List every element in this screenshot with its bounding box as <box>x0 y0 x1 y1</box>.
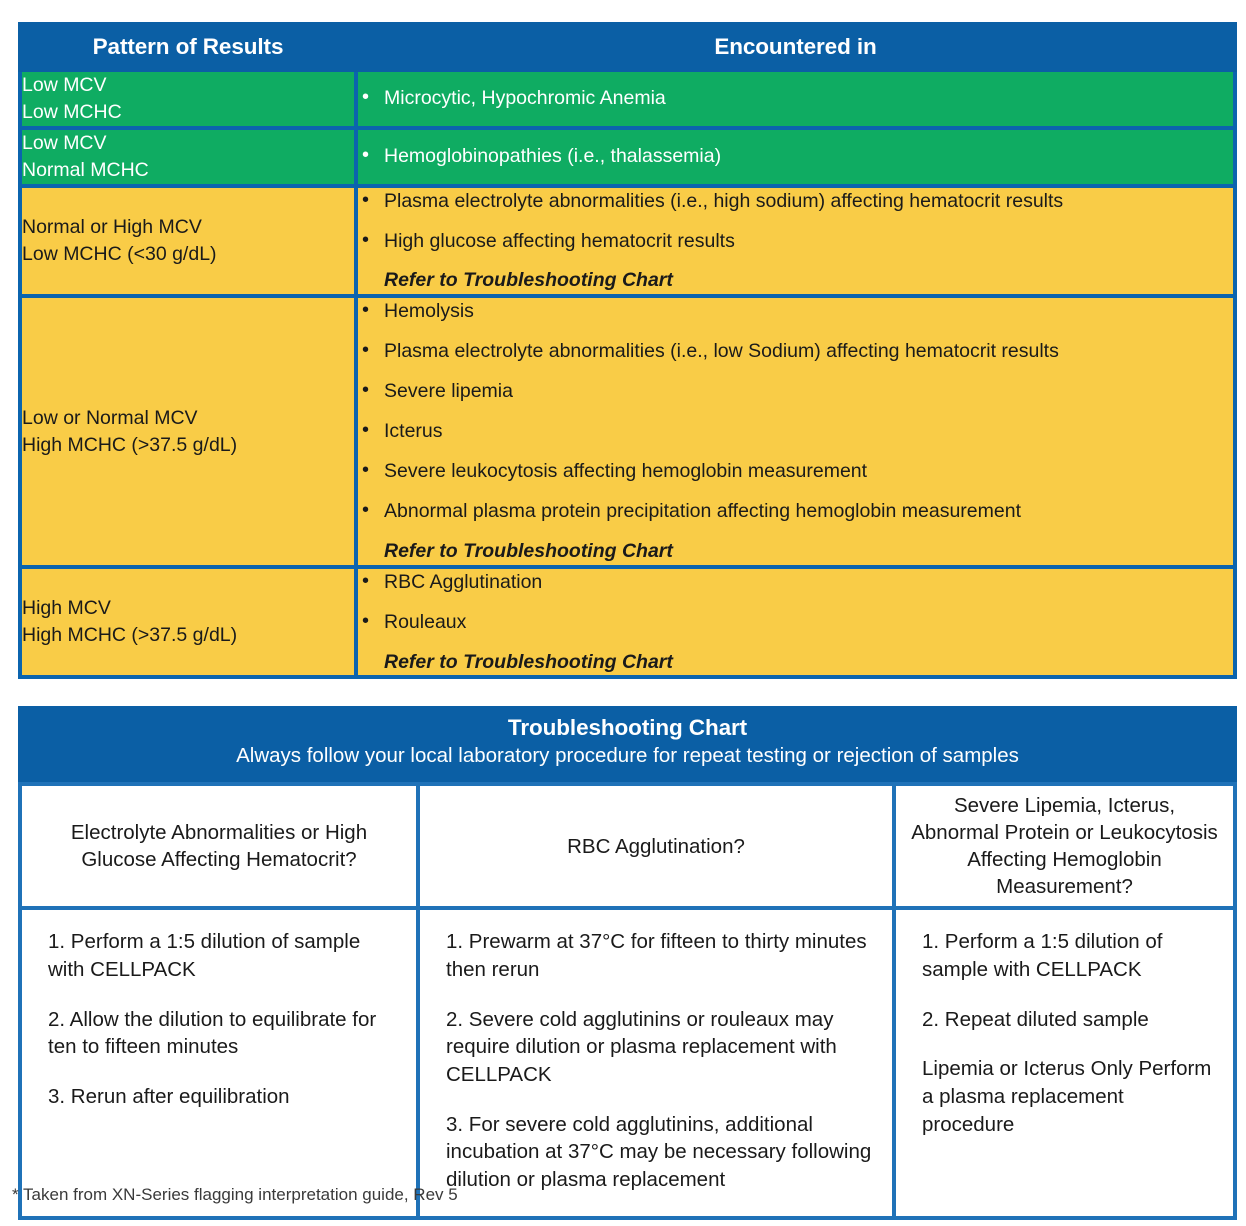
pattern-row: Low MCV Low MCHCMicrocytic, Hypochromic … <box>18 68 1237 130</box>
troubleshooting-column-header: RBC Agglutination? <box>416 781 896 911</box>
list-item: Icterus <box>358 417 1233 445</box>
procedure-step: 1. Prewarm at 37°C for fifteen to thirty… <box>446 930 867 981</box>
encountered-cell: Hemoglobinopathies (i.e., thalassemia) <box>354 125 1237 188</box>
troubleshooting-steps-cell: 1. Prewarm at 37°C for fifteen to thirty… <box>416 906 896 1221</box>
procedure-step: 2. Allow the dilution to equilibrate for… <box>48 1007 377 1059</box>
pattern-cell: Normal or High MCV Low MCHC (<30 g/dL) <box>18 183 358 299</box>
pattern-results-table: Pattern of Results Encountered in Low MC… <box>18 22 1237 680</box>
encountered-list: HemolysisPlasma electrolyte abnormalitie… <box>358 297 1233 525</box>
pattern-row: Normal or High MCV Low MCHC (<30 g/dL)Pl… <box>18 183 1237 299</box>
troubleshooting-header-row: Electrolyte Abnormalities or High Glucos… <box>18 781 1237 911</box>
procedure-step: 3. For severe cold agglutinins, addition… <box>446 1112 872 1191</box>
troubleshooting-steps-cell: 1. Perform a 1:5 dilution of sample with… <box>18 906 420 1221</box>
pattern-cell: Low MCV Low MCHC <box>18 68 358 130</box>
header-pattern-of-results: Pattern of Results <box>18 22 358 72</box>
troubleshooting-subtitle: Always follow your local laboratory proc… <box>236 744 1019 768</box>
encountered-cell: HemolysisPlasma electrolyte abnormalitie… <box>354 294 1237 569</box>
list-item: Rouleaux <box>358 608 1233 636</box>
list-item: Plasma electrolyte abnormalities (i.e., … <box>358 187 1233 215</box>
list-item: Hemoglobinopathies (i.e., thalassemia) <box>358 142 1233 170</box>
encountered-cell: RBC AgglutinationRouleauxRefer to Troubl… <box>354 564 1237 680</box>
list-item: High glucose affecting hematocrit result… <box>358 227 1233 255</box>
troubleshooting-column-header: Electrolyte Abnormalities or High Glucos… <box>18 781 420 911</box>
list-item: RBC Agglutination <box>358 568 1233 596</box>
list-item: Severe lipemia <box>358 377 1233 405</box>
footnote-source: * Taken from XN-Series flagging interpre… <box>12 1185 458 1204</box>
refer-to-troubleshooting-note: Refer to Troubleshooting Chart <box>384 650 673 673</box>
pattern-row: Low or Normal MCV High MCHC (>37.5 g/dL)… <box>18 294 1237 569</box>
refer-to-troubleshooting-note: Refer to Troubleshooting Chart <box>384 269 673 292</box>
encountered-list: Hemoglobinopathies (i.e., thalassemia) <box>358 142 1233 170</box>
encountered-list: Plasma electrolyte abnormalities (i.e., … <box>358 187 1233 255</box>
procedure-step: 3. Rerun after equilibration <box>48 1084 290 1108</box>
troubleshooting-steps-cell: 1. Perform a 1:5 dilution of sample with… <box>892 906 1237 1221</box>
procedure-step: Lipemia or Icterus Only Perform a plasma… <box>922 1057 1212 1136</box>
refer-to-troubleshooting-note: Refer to Troubleshooting Chart <box>384 539 673 562</box>
troubleshooting-banner: Troubleshooting Chart Always follow your… <box>18 706 1237 782</box>
table-header-row: Pattern of Results Encountered in <box>18 22 1237 72</box>
list-item: Microcytic, Hypochromic Anemia <box>358 84 1233 112</box>
pattern-cell: Low MCV Normal MCHC <box>18 125 358 188</box>
encountered-cell: Microcytic, Hypochromic Anemia <box>354 68 1237 130</box>
list-item: Plasma electrolyte abnormalities (i.e., … <box>358 337 1233 365</box>
list-item: Severe leukocytosis affecting hemoglobin… <box>358 457 1233 485</box>
encountered-list: Microcytic, Hypochromic Anemia <box>358 84 1233 112</box>
list-item: Hemolysis <box>358 297 1233 325</box>
list-item: Abnormal plasma protein precipitation af… <box>358 497 1233 525</box>
troubleshooting-title: Troubleshooting Chart <box>507 715 748 740</box>
pattern-cell: High MCV High MCHC (>37.5 g/dL) <box>18 564 358 680</box>
procedure-step: 1. Perform a 1:5 dilution of sample with… <box>922 930 1163 981</box>
encountered-cell: Plasma electrolyte abnormalities (i.e., … <box>354 183 1237 299</box>
pattern-row: Low MCV Normal MCHCHemoglobinopathies (i… <box>18 125 1237 188</box>
pattern-cell: Low or Normal MCV High MCHC (>37.5 g/dL) <box>18 294 358 569</box>
encountered-list: RBC AgglutinationRouleaux <box>358 568 1233 636</box>
troubleshooting-column-header: Severe Lipemia, Icterus, Abnormal Protei… <box>892 781 1237 911</box>
procedure-step: 2. Repeat diluted sample <box>922 1007 1149 1031</box>
pattern-row: High MCV High MCHC (>37.5 g/dL)RBC Agglu… <box>18 564 1237 680</box>
troubleshooting-body-row: 1. Perform a 1:5 dilution of sample with… <box>18 906 1237 1221</box>
procedure-step: 1. Perform a 1:5 dilution of sample with… <box>48 930 361 981</box>
troubleshooting-table: Electrolyte Abnormalities or High Glucos… <box>18 781 1237 1221</box>
header-encountered-in: Encountered in <box>354 22 1237 72</box>
procedure-step: 2. Severe cold agglutinins or rouleaux m… <box>446 1007 837 1086</box>
